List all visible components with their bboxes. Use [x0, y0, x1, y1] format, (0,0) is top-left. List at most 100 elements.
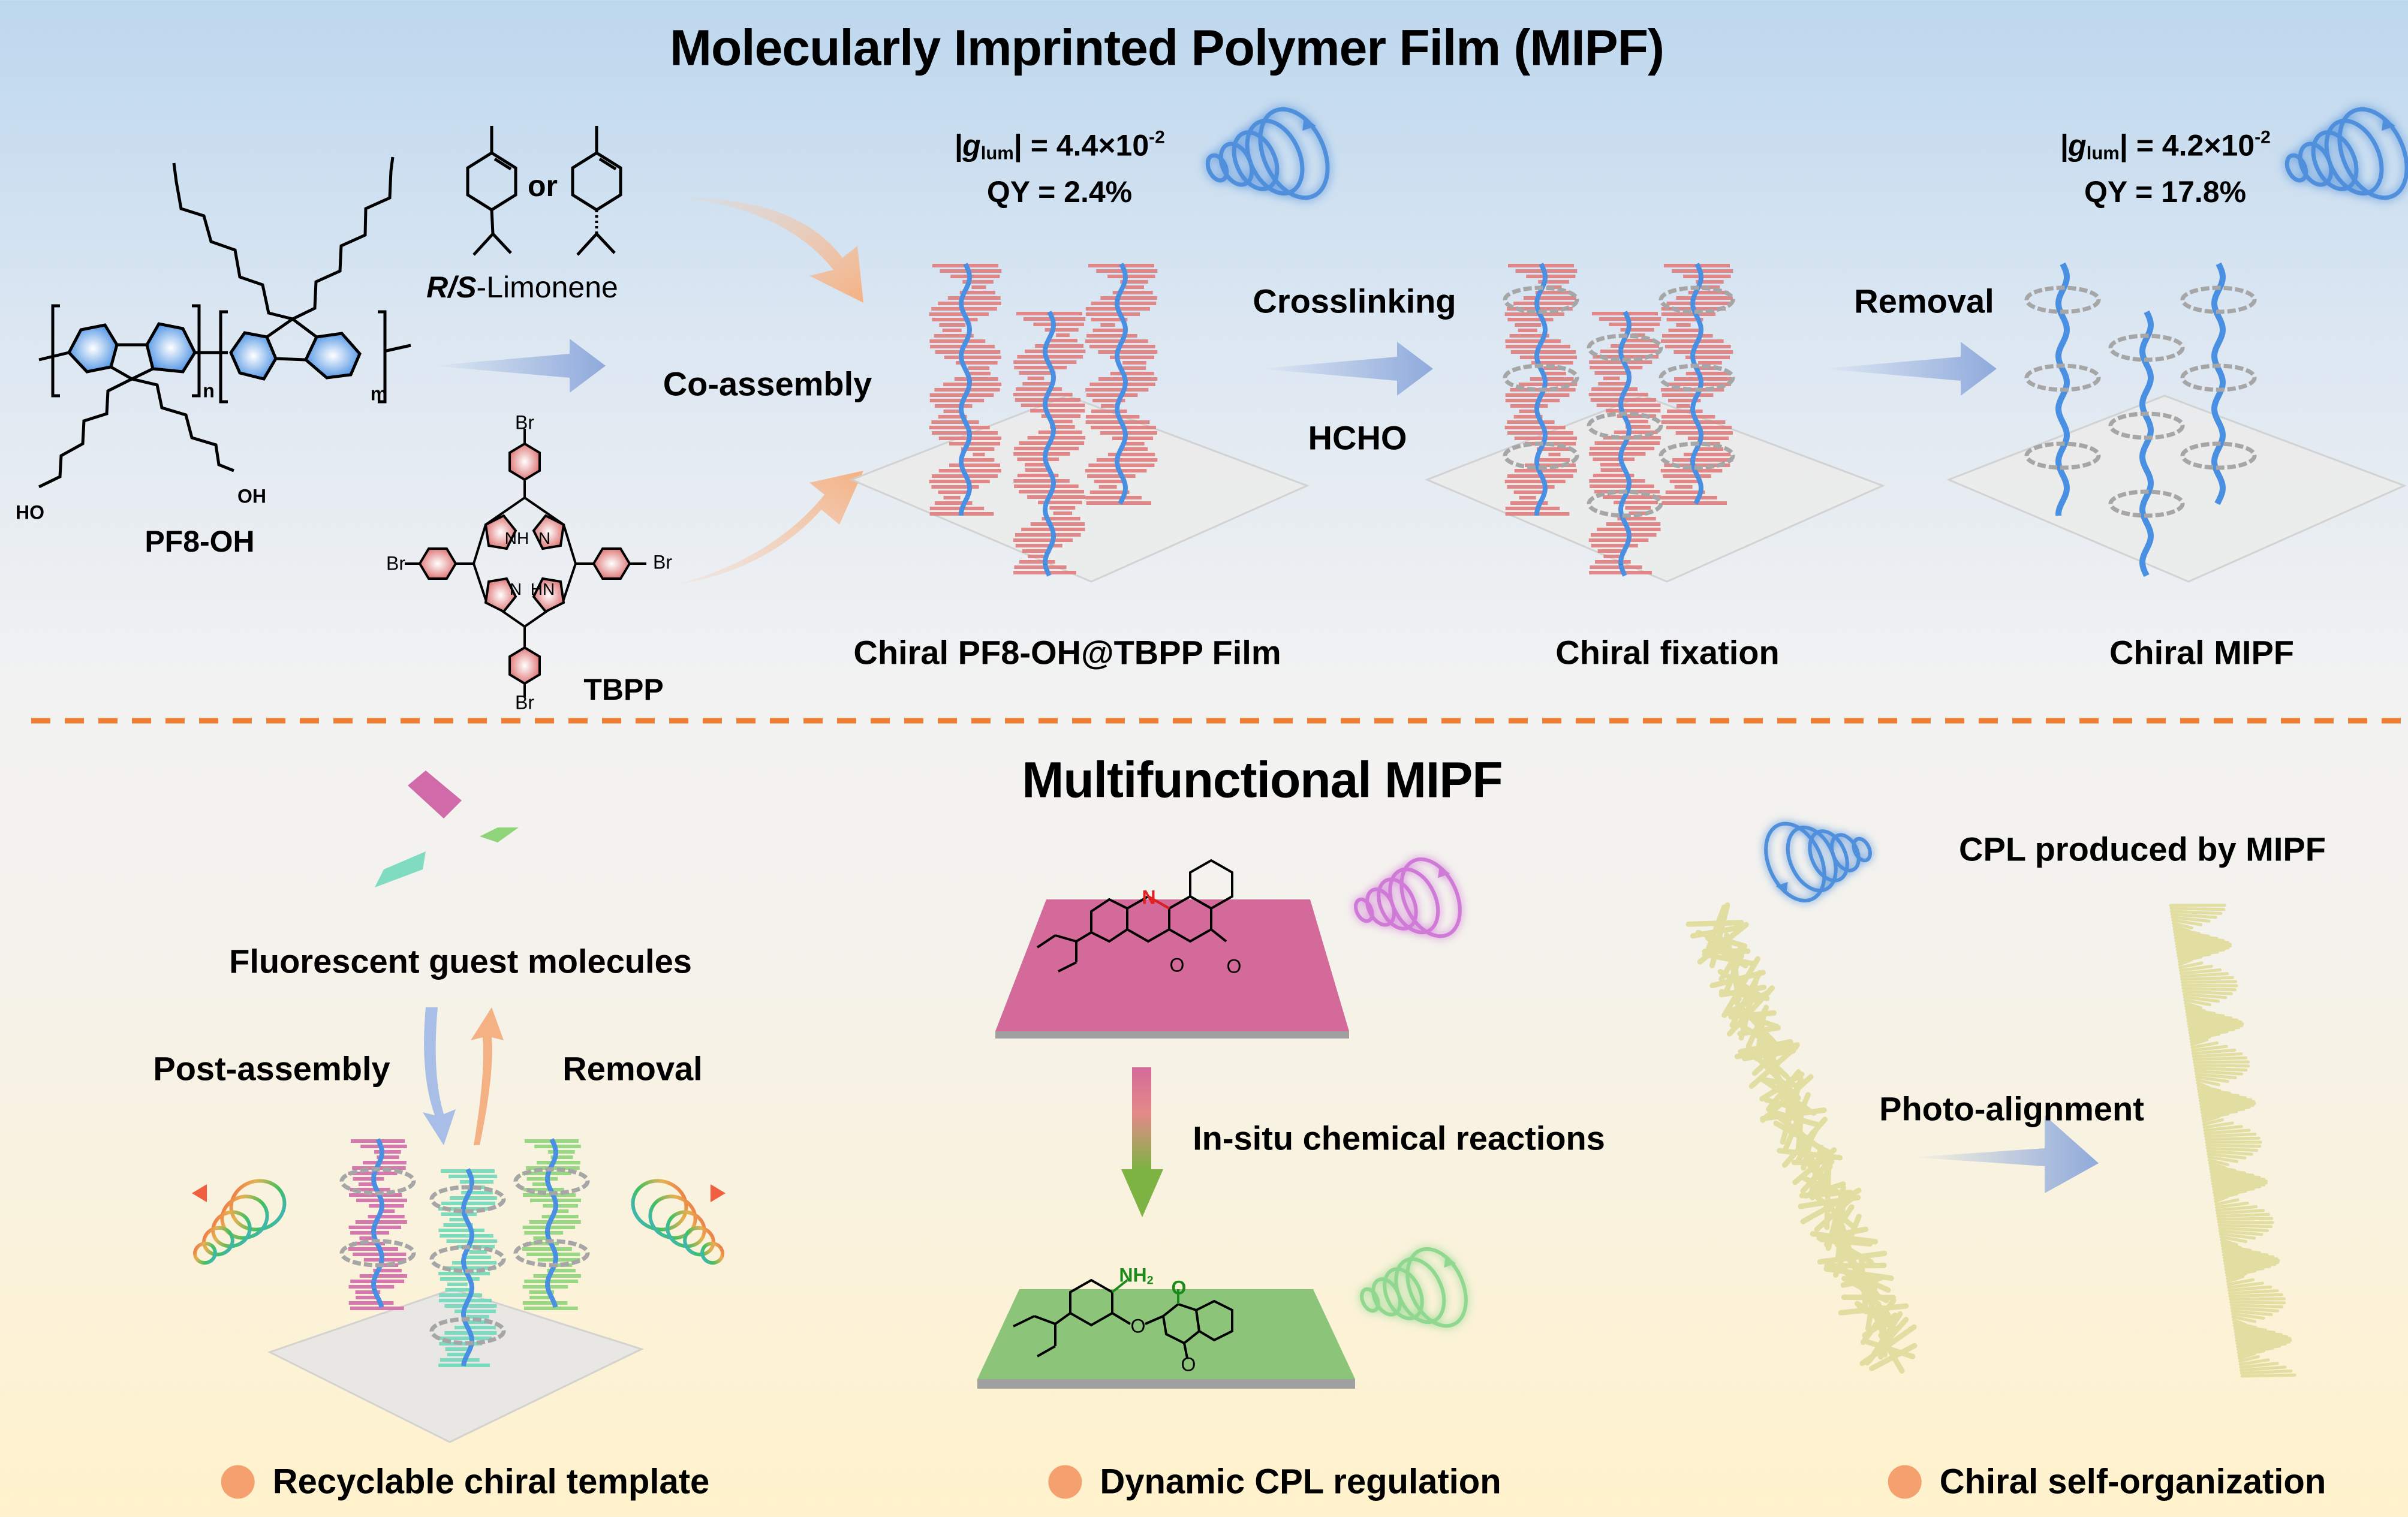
lc-rod	[2210, 1170, 2255, 1177]
coil-arrowhead	[1438, 866, 1450, 878]
tbpp-n-label: N	[538, 529, 551, 547]
pf8oh-structure	[38, 156, 411, 489]
helix-rung	[1504, 312, 1564, 316]
helix-rung	[360, 1145, 407, 1148]
template-helices	[339, 1138, 590, 1367]
helix-rung	[350, 1307, 404, 1310]
helix-rung	[1504, 426, 1566, 429]
lc-rod	[2173, 930, 2210, 938]
helix-rung	[466, 1320, 489, 1324]
lc-rod	[2170, 913, 2217, 919]
helix-rung	[1688, 291, 1729, 294]
helix-rung	[949, 442, 1001, 446]
helix-rung	[1600, 350, 1661, 353]
helix-rung	[548, 1150, 575, 1154]
helix-rung	[1513, 415, 1543, 419]
helix-rung	[358, 1182, 377, 1186]
helix-rung	[1665, 490, 1705, 494]
helix-rung	[1530, 377, 1574, 381]
nile-red-structure	[1036, 859, 1233, 973]
helix-rung	[1683, 453, 1731, 456]
lc-rod	[2204, 1128, 2251, 1135]
lc-rod	[2216, 1212, 2270, 1218]
lc-rod	[2185, 1010, 2225, 1018]
helix-rung	[1620, 328, 1654, 332]
helix-rung	[1589, 452, 1646, 456]
lc-rod	[2183, 992, 2228, 1000]
lc-rod	[2215, 1205, 2258, 1212]
helix-rung	[1089, 383, 1155, 386]
helix-rung	[1606, 409, 1661, 413]
lc-rod	[2175, 946, 2230, 952]
helix-rung	[537, 1161, 580, 1164]
helix-rung	[1019, 560, 1055, 564]
lc-rod	[2193, 1067, 2248, 1072]
removal-guest-label: Removal	[562, 1049, 703, 1088]
helix-rung	[1024, 350, 1086, 353]
helix-rung	[526, 1177, 558, 1181]
helix-rung	[1676, 296, 1733, 300]
helix-rung	[1526, 275, 1576, 278]
helix-backbone	[2211, 262, 2226, 505]
guest-molecules-icon	[375, 770, 519, 887]
helix-rung	[1112, 437, 1154, 440]
lc-rod	[2180, 976, 2234, 981]
helix-rung	[1598, 382, 1626, 386]
step-coassembly-label: Co-assembly	[663, 365, 872, 403]
helix-rung	[942, 329, 962, 332]
helix-column	[2024, 262, 2101, 516]
lc-rod	[2228, 1285, 2272, 1292]
helix-rung	[1593, 474, 1635, 477]
product-structure	[1013, 1278, 1233, 1359]
limonene-r: R	[426, 270, 449, 304]
helix-rung	[955, 361, 998, 365]
lc-rod	[2201, 1107, 2246, 1115]
lc-rod	[2175, 944, 2232, 949]
lc-rod	[2182, 989, 2233, 995]
lc-rod	[2210, 1173, 2261, 1179]
helix-rung	[1515, 323, 1542, 327]
lc-rod	[2181, 986, 2237, 992]
helix-rung	[1100, 323, 1115, 327]
helix-rung	[1596, 404, 1661, 407]
helix-rung	[1110, 372, 1154, 375]
helix-rung	[1088, 463, 1155, 467]
lc-rod	[2188, 1026, 2241, 1031]
helix-rung	[523, 1188, 564, 1191]
nile-red-o-carbonyl: O	[1226, 955, 1242, 977]
helix-column	[1085, 263, 1158, 505]
helix-rung	[929, 480, 990, 483]
helix-rung	[1661, 420, 1726, 424]
lc-rod	[1726, 985, 1775, 1037]
lc-rod	[2192, 1048, 2237, 1055]
lc-rod	[2183, 995, 2220, 1003]
helix-rung	[1665, 383, 1731, 386]
helix-rung	[1668, 329, 1700, 332]
helix-rung	[350, 1231, 389, 1235]
crosslink-ring	[1503, 285, 1579, 314]
lc-rod	[2208, 1158, 2229, 1167]
helix-rung	[1016, 387, 1062, 391]
helix-rung	[1014, 366, 1067, 369]
helix-rung	[466, 1315, 489, 1319]
helix-column	[513, 1138, 590, 1310]
film3-glum-prefix: |g	[2060, 128, 2087, 162]
lc-rod	[2197, 1090, 2240, 1097]
pf8oh-m-label: m	[370, 383, 388, 405]
helix-rung	[1625, 506, 1651, 510]
legend-dot-icon	[221, 1465, 255, 1498]
r-limonene	[466, 126, 517, 256]
helix-rung	[1120, 280, 1148, 284]
crosslink-ring	[2180, 285, 2257, 314]
helix-rung	[929, 426, 990, 429]
lc-rod	[2172, 922, 2193, 930]
helix-rung	[929, 399, 985, 402]
helix-rung	[1013, 571, 1076, 574]
lc-rod	[2239, 1362, 2279, 1369]
helix-rung	[537, 1258, 580, 1262]
helix-rung	[1100, 296, 1157, 300]
helix-rung	[459, 1180, 494, 1184]
helix-rung	[938, 490, 967, 494]
helix-rung	[1030, 522, 1085, 526]
film2-caption: Chiral fixation	[1555, 633, 1780, 672]
